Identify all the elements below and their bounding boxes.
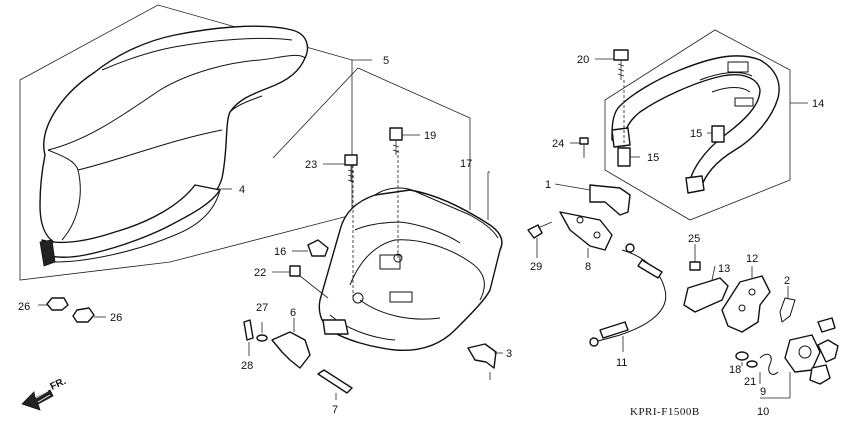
callout-28: 28 [241,360,253,372]
callout-9: 9 [760,386,766,398]
luggage-box [272,67,503,352]
front-direction-arrow-icon [21,389,54,411]
callout-19: 19 [424,130,436,142]
callout-14: 14 [812,98,824,110]
bolt-part-23 [323,154,358,183]
callout-10: 10 [757,406,769,418]
nut-part-26b [72,307,106,323]
callout-15b: 15 [647,152,659,164]
washer-part-18 [735,351,749,366]
callout-12: 12 [746,253,758,265]
plate-part-12 [721,266,771,333]
seat-assembly [19,4,372,281]
clip-part-3 [467,343,503,380]
collar-part-15a [707,125,725,143]
callout-20: 20 [577,54,589,66]
nut-part-22 [272,265,329,299]
bolt-part-25 [689,244,701,271]
latch-part-1 [554,183,631,216]
callout-6: 6 [290,307,296,319]
clip-part-16 [292,239,329,257]
shaft-part-7 [317,369,353,400]
bracket-part-6 [271,318,311,369]
bolt-part-24 [570,137,589,158]
callout-16: 16 [274,246,286,258]
spring-part-2 [779,286,796,323]
callout-18: 18 [729,364,741,376]
collar-part-15b [617,80,640,167]
callout-2: 2 [784,275,790,287]
latch-base-part-8 [559,211,613,258]
callout-23: 23 [305,159,317,171]
front-direction-label: FR. [49,376,68,393]
rear-carrier [604,29,808,221]
callout-15a: 15 [690,128,702,140]
bolt-part-20 [595,49,629,80]
pin-part-28 [243,319,254,356]
callout-1: 1 [545,179,551,191]
callout-29: 29 [530,261,542,273]
callout-26a: 26 [18,301,30,313]
callout-4: 4 [239,184,245,196]
callout-26b: 26 [110,312,122,324]
spacer-part-21 [746,360,758,368]
spring-part-9 [759,353,779,384]
callout-22: 22 [254,267,266,279]
callout-27: 27 [256,302,268,314]
callout-25: 25 [688,233,700,245]
callout-24: 24 [552,138,564,150]
callout-7: 7 [332,404,338,416]
cable-part-11 [589,243,667,352]
bolt-part-19 [389,127,420,155]
callout-21: 21 [744,376,756,388]
lever-part-13 [683,265,729,313]
diagram-code: KPRI-F1500B [630,406,700,418]
washer-part-27 [256,322,268,342]
callout-8: 8 [585,261,591,273]
callout-17: 17 [460,158,472,170]
lock-set-part-10 [760,317,839,399]
screw-part-29 [527,221,553,258]
nut-part-26a [38,297,69,311]
callout-13: 13 [718,263,730,275]
callout-11: 11 [616,357,627,369]
callout-5: 5 [383,55,389,67]
callout-3: 3 [506,348,512,360]
